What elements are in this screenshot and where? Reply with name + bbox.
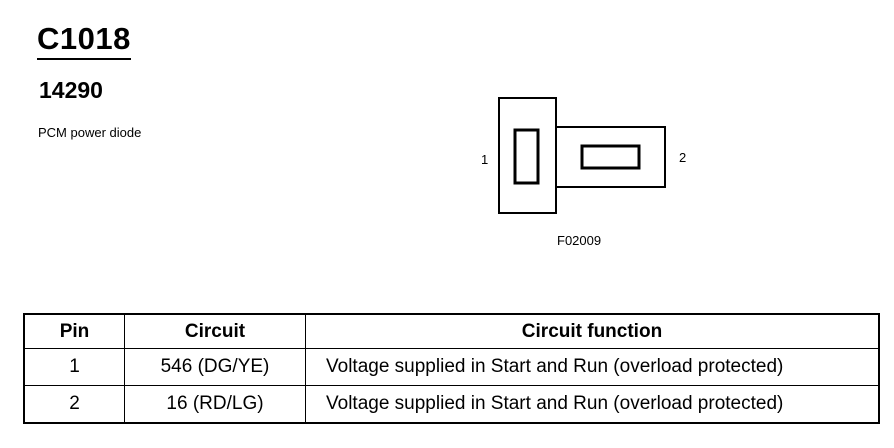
table-header-row: Pin Circuit Circuit function (23, 313, 880, 349)
cell-circuit: 546 (DG/YE) (124, 348, 306, 386)
cell-pin: 2 (23, 385, 125, 424)
header-circuit: Circuit (124, 313, 306, 349)
cell-circuit-function: Voltage supplied in Start and Run (overl… (305, 348, 880, 386)
pin-table: Pin Circuit Circuit function 1 546 (DG/Y… (23, 313, 880, 424)
cell-circuit: 16 (RD/LG) (124, 385, 306, 424)
table-row: 2 16 (RD/LG) Voltage supplied in Start a… (23, 385, 880, 424)
table-row: 1 546 (DG/YE) Voltage supplied in Start … (23, 348, 880, 386)
pin-1-terminal (513, 128, 540, 185)
header-circuit-function: Circuit function (305, 313, 880, 349)
connector-description: PCM power diode (38, 125, 142, 140)
pin-2-terminal (580, 144, 641, 170)
connector-diagram: 1 2 F02009 (481, 97, 686, 248)
connector-body-left (498, 97, 557, 214)
pin-1-label: 1 (481, 152, 488, 167)
header-pin: Pin (23, 313, 125, 349)
cell-pin: 1 (23, 348, 125, 386)
pin-2-label: 2 (679, 150, 686, 165)
figure-code: F02009 (557, 233, 601, 248)
part-number: 14290 (39, 77, 103, 103)
cell-circuit-function: Voltage supplied in Start and Run (overl… (305, 385, 880, 424)
connector-body-right (555, 126, 666, 188)
connector-id: C1018 (37, 22, 131, 60)
